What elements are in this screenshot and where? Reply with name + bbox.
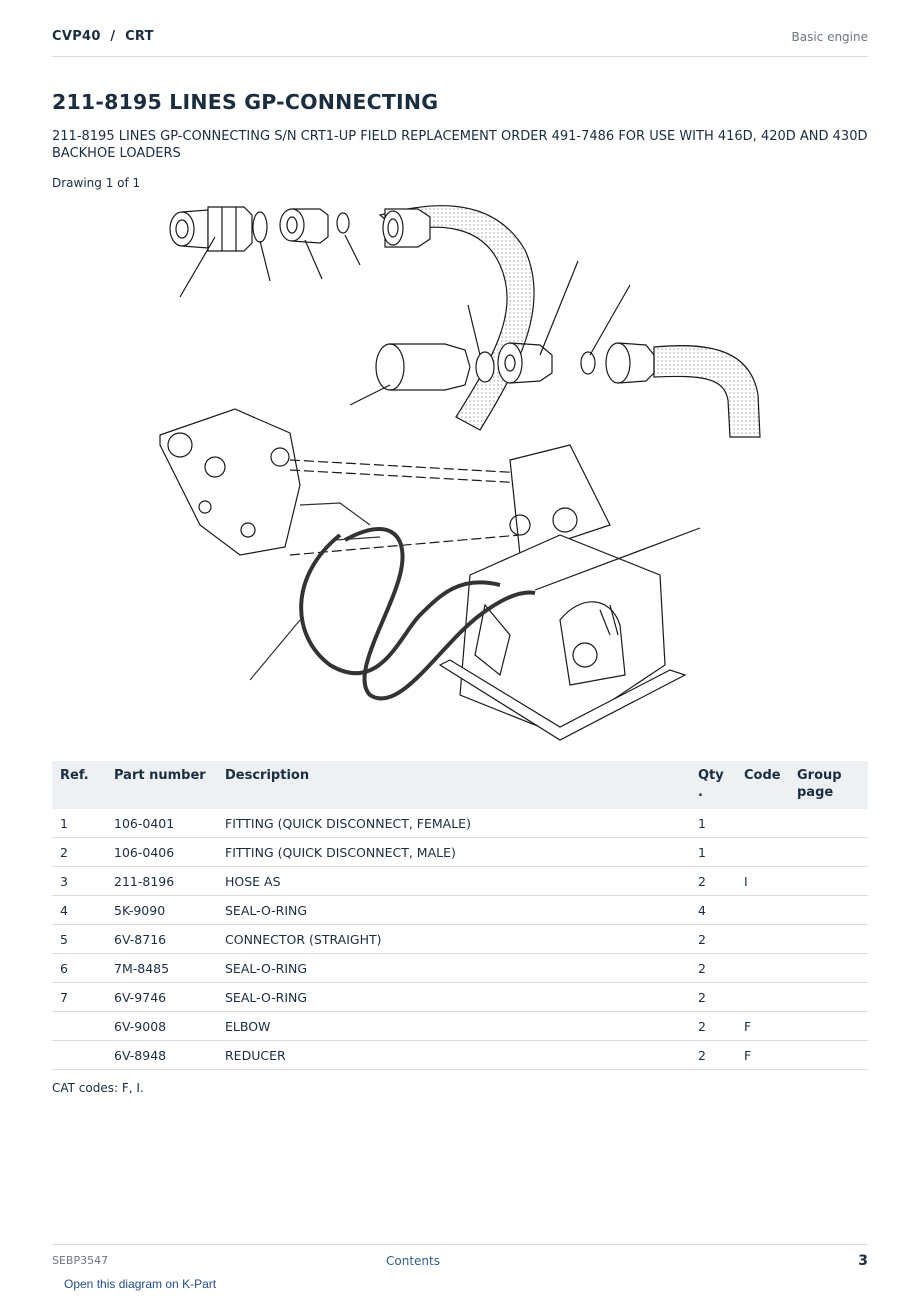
cell-qty: 2 xyxy=(690,1040,736,1070)
cell-ref: 1 xyxy=(52,809,106,838)
parts-table: Ref. Part number Description Qty. Code G… xyxy=(52,761,868,1070)
cell-ref xyxy=(52,1011,106,1041)
compactor-body-drawing xyxy=(438,527,701,741)
attachment-frame-drawing xyxy=(159,408,611,556)
cell-group-page xyxy=(789,809,868,838)
cell-description: REDUCER xyxy=(217,1040,690,1070)
contents-link[interactable]: Contents xyxy=(386,1254,440,1268)
cell-qty: 2 xyxy=(690,1011,736,1041)
cell-description: HOSE AS xyxy=(217,866,690,896)
col-header-group-page: Group page xyxy=(789,761,868,809)
cell-group-page xyxy=(789,1011,868,1041)
fitting-female-drawing xyxy=(169,206,253,252)
cell-code xyxy=(736,837,789,867)
cell-ref: 5 xyxy=(52,924,106,954)
cell-description: FITTING (QUICK DISCONNECT, FEMALE) xyxy=(217,809,690,838)
cell-ref: 6 xyxy=(52,953,106,983)
cell-ref: 3 xyxy=(52,866,106,896)
page-number: 3 xyxy=(858,1253,868,1269)
cell-part-number: 7M-8485 xyxy=(106,953,217,983)
connector-drawing xyxy=(375,342,553,391)
cell-qty: 1 xyxy=(690,809,736,838)
cell-description: FITTING (QUICK DISCONNECT, MALE) xyxy=(217,837,690,867)
cell-qty: 2 xyxy=(690,953,736,983)
col-header-code: Code xyxy=(736,761,789,809)
table-header-row: Ref. Part number Description Qty. Code G… xyxy=(52,761,868,809)
cell-qty: 4 xyxy=(690,895,736,925)
cell-ref: 4 xyxy=(52,895,106,925)
col-header-part-number: Part number xyxy=(106,761,217,809)
cell-part-number: 6V-9746 xyxy=(106,982,217,1012)
page-subtitle: 211-8195 LINES GP-CONNECTING S/N CRT1-UP… xyxy=(52,129,868,161)
cell-group-page xyxy=(789,1040,868,1070)
cell-ref: 7 xyxy=(52,982,106,1012)
cell-group-page xyxy=(789,982,868,1012)
cell-description: SEAL-O-RING xyxy=(217,895,690,925)
cell-code: F xyxy=(736,1040,789,1070)
fitting-male-drawing xyxy=(279,208,329,244)
col-header-description: Description xyxy=(217,761,690,809)
cell-group-page xyxy=(789,837,868,867)
open-kpart-link[interactable]: Open this diagram on K-Part xyxy=(64,1277,217,1291)
cell-qty: 1 xyxy=(690,837,736,867)
cell-code xyxy=(736,953,789,983)
cell-code xyxy=(736,895,789,925)
cell-part-number: 106-0406 xyxy=(106,837,217,867)
cell-qty: 2 xyxy=(690,866,736,896)
cell-code xyxy=(736,924,789,954)
cell-description: SEAL-O-RING xyxy=(217,953,690,983)
breadcrumb: CVP40 / CRT xyxy=(52,29,154,44)
cell-code: F xyxy=(736,1011,789,1041)
hose-drawing xyxy=(605,342,761,438)
cell-description: ELBOW xyxy=(217,1011,690,1041)
o-ring-drawing xyxy=(580,351,596,375)
cell-description: SEAL-O-RING xyxy=(217,982,690,1012)
cell-part-number: 5K-9090 xyxy=(106,895,217,925)
cell-code xyxy=(736,982,789,1012)
cell-group-page xyxy=(789,924,868,954)
cell-qty: 2 xyxy=(690,924,736,954)
o-ring-drawing xyxy=(336,212,350,234)
parts-diagram xyxy=(159,205,761,741)
cat-codes-note: CAT codes: F, I. xyxy=(52,1081,144,1095)
cell-group-page xyxy=(789,866,868,896)
cell-qty: 2 xyxy=(690,982,736,1012)
cell-part-number: 6V-8716 xyxy=(106,924,217,954)
cell-group-page xyxy=(789,953,868,983)
cell-part-number: 6V-9008 xyxy=(106,1011,217,1041)
page-title: 211-8195 LINES GP-CONNECTING xyxy=(52,90,439,114)
cell-code: I xyxy=(736,866,789,896)
drawing-label: Drawing 1 of 1 xyxy=(52,176,141,190)
cell-part-number: 211-8196 xyxy=(106,866,217,896)
cell-group-page xyxy=(789,895,868,925)
cell-part-number: 106-0401 xyxy=(106,809,217,838)
hydraulic-hoses-drawing xyxy=(249,502,536,701)
cell-description: CONNECTOR (STRAIGHT) xyxy=(217,924,690,954)
section-name: Basic engine xyxy=(791,30,868,44)
document-id: SEBP3547 xyxy=(52,1254,109,1267)
col-header-qty: Qty. xyxy=(690,761,736,809)
cell-code xyxy=(736,809,789,838)
o-ring-drawing xyxy=(252,211,268,243)
cell-ref xyxy=(52,1040,106,1070)
cell-ref: 2 xyxy=(52,837,106,867)
col-header-ref: Ref. xyxy=(52,761,106,809)
cell-part-number: 6V-8948 xyxy=(106,1040,217,1070)
hose-drawing xyxy=(378,205,535,431)
page-header: CVP40 / CRT Basic engine xyxy=(52,28,868,57)
page-footer: SEBP3547 Contents 3 xyxy=(52,1244,868,1275)
